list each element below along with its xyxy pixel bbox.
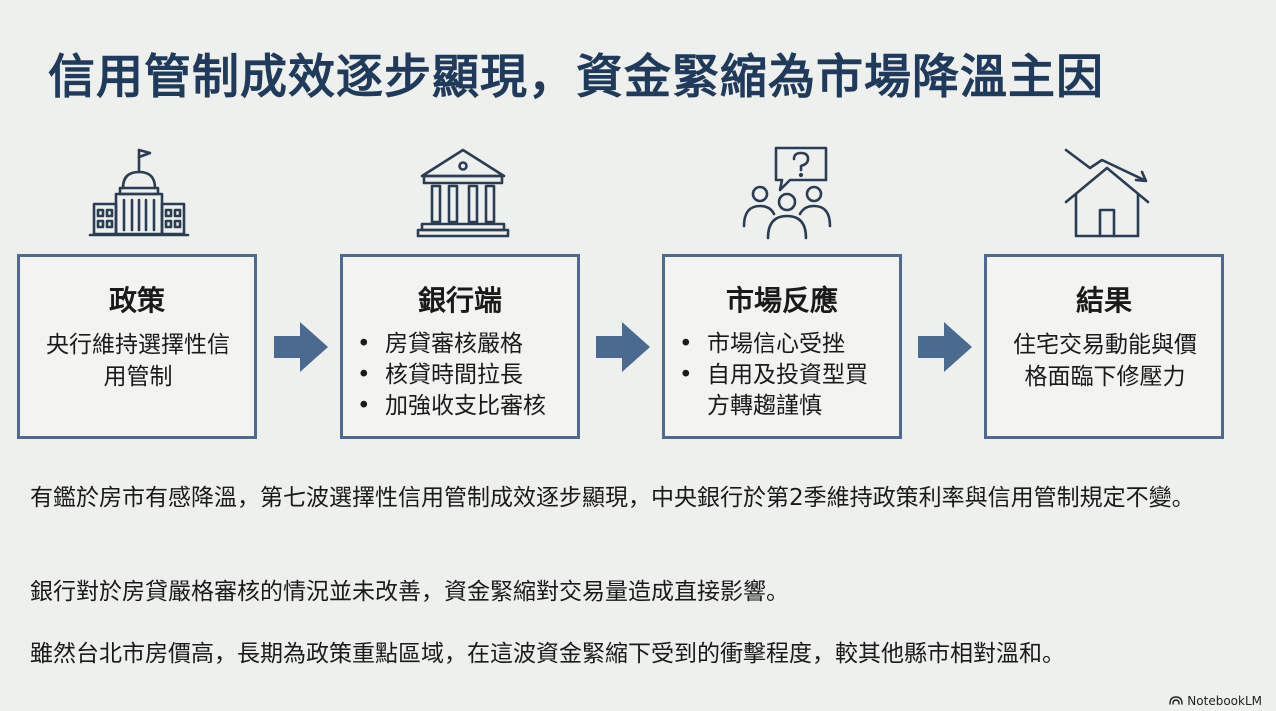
brand-watermark: NotebookLM bbox=[1169, 694, 1262, 708]
step-box-result: 結果 住宅交易動能與價格面臨下修壓力 bbox=[984, 254, 1224, 439]
government-building-icon bbox=[86, 142, 196, 242]
bullet-text: 房貸審核嚴格 bbox=[385, 331, 523, 357]
bullet-marker: • bbox=[679, 331, 693, 357]
step-box-policy: 政策 央行維持選擇性信用管制 bbox=[17, 254, 257, 439]
bullet-marker: • bbox=[679, 362, 693, 388]
summary-paragraph: 銀行對於房貸嚴格審核的情況並未改善，資金緊縮對交易量造成直接影響。 bbox=[30, 579, 789, 605]
step-heading: 結果 bbox=[1075, 284, 1132, 317]
bullet-marker: • bbox=[357, 393, 371, 419]
bullet-item: • 自用及投資型買方轉趨謹慎 bbox=[675, 360, 885, 422]
brand-label: NotebookLM bbox=[1187, 694, 1262, 708]
page-title: 信用管制成效逐步顯現，資金緊縮為市場降溫主因 bbox=[48, 50, 1104, 105]
house-down-trend-icon bbox=[1052, 142, 1162, 242]
notebooklm-logo-icon bbox=[1169, 694, 1183, 708]
step-bullet-list: • 市場信心受挫 • 自用及投資型買方轉趨謹慎 bbox=[675, 329, 885, 422]
bullet-item: • 核貸時間拉長 bbox=[353, 360, 571, 391]
bullet-marker: • bbox=[357, 331, 371, 357]
bank-icon bbox=[408, 142, 518, 242]
flow-arrow-icon bbox=[272, 318, 330, 376]
summary-paragraph: 有鑑於房市有感降溫，第七波選擇性信用管制成效逐步顯現，中央銀行於第2季維持政策利… bbox=[30, 485, 1195, 511]
bullet-marker: • bbox=[357, 362, 371, 388]
step-bullet-list: • 房貸審核嚴格 • 核貸時間拉長 • 加強收支比審核 bbox=[353, 329, 571, 422]
step-heading: 銀行端 bbox=[417, 284, 502, 317]
bullet-text: 加強收支比審核 bbox=[385, 393, 546, 419]
summary-paragraph: 雖然台北市房價高，長期為政策重點區域，在這波資金緊縮下受到的衝擊程度，較其他縣市… bbox=[30, 641, 1065, 667]
bullet-text: 市場信心受挫 bbox=[707, 331, 845, 357]
bullet-item: • 市場信心受挫 bbox=[675, 329, 885, 360]
bullet-item: • 加強收支比審核 bbox=[353, 391, 571, 422]
bullet-text: 核貸時間拉長 bbox=[385, 362, 523, 388]
people-question-icon bbox=[730, 142, 840, 242]
step-heading: 政策 bbox=[108, 284, 165, 317]
step-box-bank: 銀行端 • 房貸審核嚴格 • 核貸時間拉長 • 加強收支比審核 bbox=[340, 254, 580, 439]
bullet-item: • 房貸審核嚴格 bbox=[353, 329, 571, 360]
step-body: 住宅交易動能與價格面臨下修壓力 bbox=[1013, 332, 1197, 390]
flow-arrow-icon bbox=[916, 318, 974, 376]
bullet-text: 自用及投資型買方轉趨謹慎 bbox=[707, 362, 868, 419]
step-box-market: 市場反應 • 市場信心受挫 • 自用及投資型買方轉趨謹慎 bbox=[662, 254, 902, 439]
flow-arrow-icon bbox=[594, 318, 652, 376]
step-body: 央行維持選擇性信用管制 bbox=[46, 332, 230, 390]
step-heading: 市場反應 bbox=[725, 284, 838, 317]
